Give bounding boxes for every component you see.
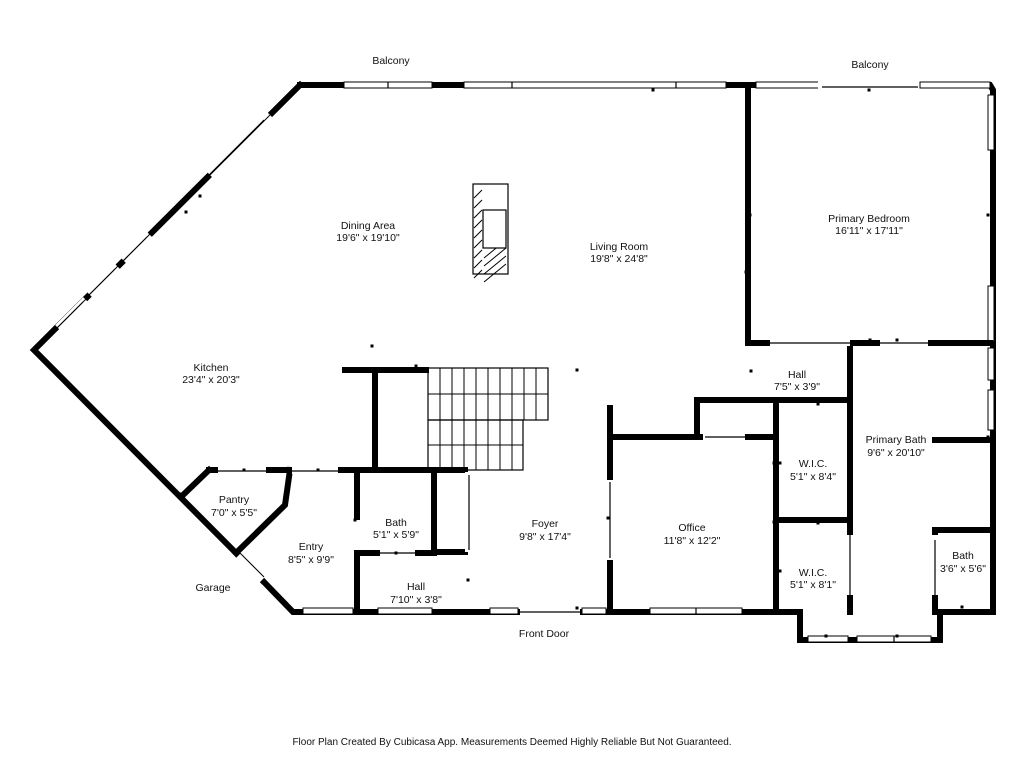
room-name-living-room: Living Room bbox=[590, 241, 649, 253]
balcony-left-label: Balcony bbox=[372, 55, 410, 67]
hatch-line bbox=[483, 247, 507, 267]
hatch-line bbox=[473, 189, 483, 199]
hatch-line bbox=[473, 229, 483, 239]
room-size-dining-area: 19'6" x 19'10" bbox=[336, 232, 400, 244]
room-size-wic-1: 5'1" x 8'4" bbox=[790, 471, 836, 483]
room-size-kitchen: 23'4" x 20'3" bbox=[182, 374, 240, 386]
opening-marker bbox=[198, 194, 202, 198]
opening-marker bbox=[316, 468, 320, 472]
opening-marker bbox=[895, 634, 899, 638]
room-size-living-room: 19'8" x 24'8" bbox=[590, 253, 648, 265]
hatch-line bbox=[483, 263, 507, 283]
room-name-hall-upper: Hall bbox=[788, 369, 806, 381]
opening-marker bbox=[772, 520, 776, 524]
room-name-primary-bath: Primary Bath bbox=[866, 434, 927, 446]
opening-marker bbox=[414, 364, 418, 368]
opening-marker bbox=[575, 606, 579, 610]
opening-marker bbox=[606, 516, 610, 520]
room-name-bath-1: Bath bbox=[385, 517, 407, 529]
opening-marker bbox=[652, 434, 656, 438]
opening-marker bbox=[749, 369, 753, 373]
opening-marker bbox=[778, 569, 782, 573]
room-size-primary-bedroom: 16'11" x 17'11" bbox=[835, 225, 903, 237]
room-size-bath-2: 3'6" x 5'6" bbox=[940, 563, 986, 575]
diagonal-windows bbox=[52, 112, 273, 583]
hatch-line bbox=[473, 249, 483, 259]
room-name-entry: Entry bbox=[299, 541, 324, 553]
room-size-wic-2: 5'1" x 8'1" bbox=[790, 579, 836, 591]
room-name-dining-area: Dining Area bbox=[341, 220, 395, 232]
opening-markers bbox=[178, 88, 990, 638]
hatch-line bbox=[483, 255, 507, 275]
opening-marker bbox=[895, 338, 899, 342]
room-name-pantry: Pantry bbox=[219, 494, 250, 506]
interior-walls bbox=[177, 85, 993, 615]
opening-marker bbox=[394, 551, 398, 555]
hatch-line bbox=[473, 239, 483, 249]
room-size-entry: 8'5" x 9'9" bbox=[288, 554, 334, 566]
room-name-hall-lower: Hall bbox=[407, 581, 425, 593]
hatch-line bbox=[473, 269, 483, 279]
room-name-office: Office bbox=[678, 522, 705, 534]
room-size-primary-bath: 9'6" x 20'10" bbox=[867, 447, 925, 459]
opening-marker bbox=[868, 338, 872, 342]
opening-marker bbox=[370, 344, 374, 348]
opening-marker bbox=[353, 518, 357, 522]
opening-marker bbox=[772, 461, 776, 465]
hatch-line bbox=[473, 199, 483, 209]
hatch-line bbox=[473, 219, 483, 229]
opening-marker bbox=[744, 270, 748, 274]
room-size-office: 11'8" x 12'2" bbox=[664, 535, 721, 547]
room-size-foyer: 9'8" x 17'4" bbox=[519, 531, 571, 543]
opening-marker bbox=[986, 213, 990, 217]
opening-marker bbox=[575, 368, 579, 372]
room-size-hall-upper: 7'5" x 3'9" bbox=[774, 381, 820, 393]
opening-marker bbox=[960, 605, 964, 609]
garage-label: Garage bbox=[195, 582, 230, 594]
footer-disclaimer: Floor Plan Created By Cubicasa App. Meas… bbox=[292, 737, 731, 748]
hatch-line bbox=[473, 209, 483, 219]
room-labels: Balcony Balcony Dining Area 19'6" x 19'1… bbox=[182, 55, 986, 640]
opening-marker bbox=[847, 441, 851, 445]
balcony-right-label: Balcony bbox=[851, 59, 889, 71]
room-name-bath-2: Bath bbox=[952, 550, 974, 562]
hatch-line bbox=[473, 259, 483, 269]
front-door-label: Front Door bbox=[519, 628, 570, 640]
windows bbox=[302, 78, 995, 643]
room-name-kitchen: Kitchen bbox=[193, 362, 228, 374]
opening-marker bbox=[242, 468, 246, 472]
opening-marker bbox=[651, 88, 655, 92]
room-name-primary-bedroom: Primary Bedroom bbox=[828, 213, 910, 225]
fireplace bbox=[472, 183, 509, 283]
opening-marker bbox=[816, 402, 820, 406]
opening-marker bbox=[824, 634, 828, 638]
room-size-hall-lower: 7'10" x 3'8" bbox=[390, 594, 442, 606]
opening-marker bbox=[285, 491, 289, 495]
opening-marker bbox=[867, 88, 871, 92]
opening-marker bbox=[184, 210, 188, 214]
opening-marker bbox=[816, 521, 820, 525]
room-size-bath-1: 5'1" x 5'9" bbox=[373, 529, 419, 541]
room-name-wic-1: W.I.C. bbox=[799, 458, 828, 470]
room-name-wic-2: W.I.C. bbox=[799, 567, 828, 579]
opening-marker bbox=[986, 435, 990, 439]
staircase bbox=[427, 367, 549, 471]
room-size-pantry: 7'0" x 5'5" bbox=[211, 507, 257, 519]
opening-marker bbox=[466, 578, 470, 582]
room-name-foyer: Foyer bbox=[532, 518, 559, 530]
opening-marker bbox=[778, 461, 782, 465]
opening-marker bbox=[178, 492, 182, 496]
opening-marker bbox=[748, 213, 752, 217]
opening-marker bbox=[691, 434, 695, 438]
